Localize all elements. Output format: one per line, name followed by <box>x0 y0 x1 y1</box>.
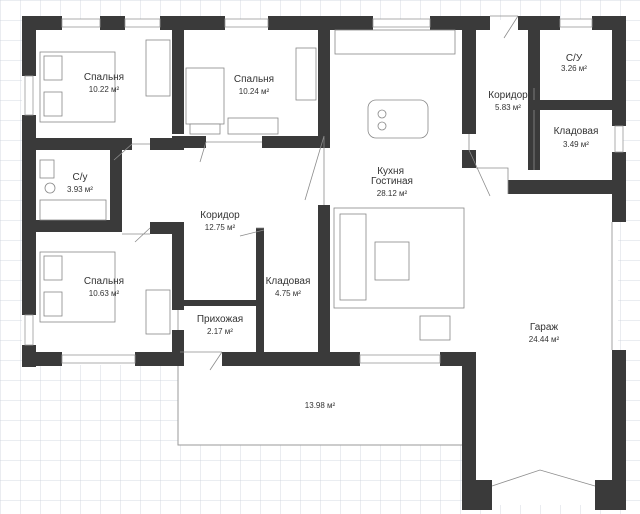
windows <box>24 18 624 364</box>
room-name: С/у <box>73 172 88 183</box>
room-garage: Гараж 24.44 м² <box>529 322 560 344</box>
room-wc-left: С/у 3.93 м² <box>67 172 93 194</box>
room-area: 3.93 м² <box>67 185 93 194</box>
room-name-line2: Гостиная <box>371 176 413 187</box>
room-area: 13.98 м² <box>305 401 336 410</box>
room-name: Спальня <box>234 74 274 85</box>
room-name: Гараж <box>530 322 559 333</box>
room-name: Спальня <box>84 276 124 287</box>
room-name: Прихожая <box>197 314 243 325</box>
room-corridor-right: Коридор 5.83 м² <box>488 90 528 112</box>
room-area: 24.44 м² <box>529 335 560 344</box>
room-name: С/У <box>566 53 583 64</box>
room-name: Кладовая <box>266 276 311 287</box>
room-name: Коридор <box>200 210 240 221</box>
room-labels: Спальня 10.22 м² Спальня 10.24 м² Кухня … <box>67 53 598 410</box>
room-area: 10.63 м² <box>89 289 120 298</box>
room-area: 10.22 м² <box>89 85 120 94</box>
room-area: 2.17 м² <box>207 327 233 336</box>
room-name: Спальня <box>84 72 124 83</box>
room-name: Кухня Гостиная <box>371 166 413 187</box>
room-corridor-main: Коридор 12.75 м² <box>200 210 240 232</box>
room-pantry-center: Кладовая 4.75 м² <box>266 276 311 298</box>
room-area: 12.75 м² <box>205 223 236 232</box>
walls <box>22 16 626 510</box>
room-hall: Прихожая 2.17 м² <box>197 314 243 336</box>
room-name: Кладовая <box>554 126 599 137</box>
room-kitchen: Кухня Гостиная 28.12 м² <box>371 166 413 198</box>
room-area: 4.75 м² <box>275 289 301 298</box>
room-wc-right: С/У 3.26 м² <box>561 53 587 73</box>
room-area: 10.24 м² <box>239 87 270 96</box>
room-area: 3.49 м² <box>563 140 589 149</box>
room-area: 3.26 м² <box>561 64 587 73</box>
furniture <box>39 29 465 341</box>
doors <box>113 15 613 487</box>
room-bedroom3: Спальня 10.63 м² <box>84 276 124 298</box>
room-terrace: 13.98 м² <box>305 401 336 410</box>
room-name: Коридор <box>488 90 528 101</box>
room-bedroom2: Спальня 10.24 м² <box>234 74 274 96</box>
room-area: 28.12 м² <box>377 189 408 198</box>
room-area: 5.83 м² <box>495 103 521 112</box>
room-pantry-right: Кладовая 3.49 м² <box>554 126 599 149</box>
terrace-outline <box>177 365 462 446</box>
room-name-line1: Кухня <box>377 166 404 177</box>
room-bedroom1: Спальня 10.22 м² <box>84 72 124 94</box>
